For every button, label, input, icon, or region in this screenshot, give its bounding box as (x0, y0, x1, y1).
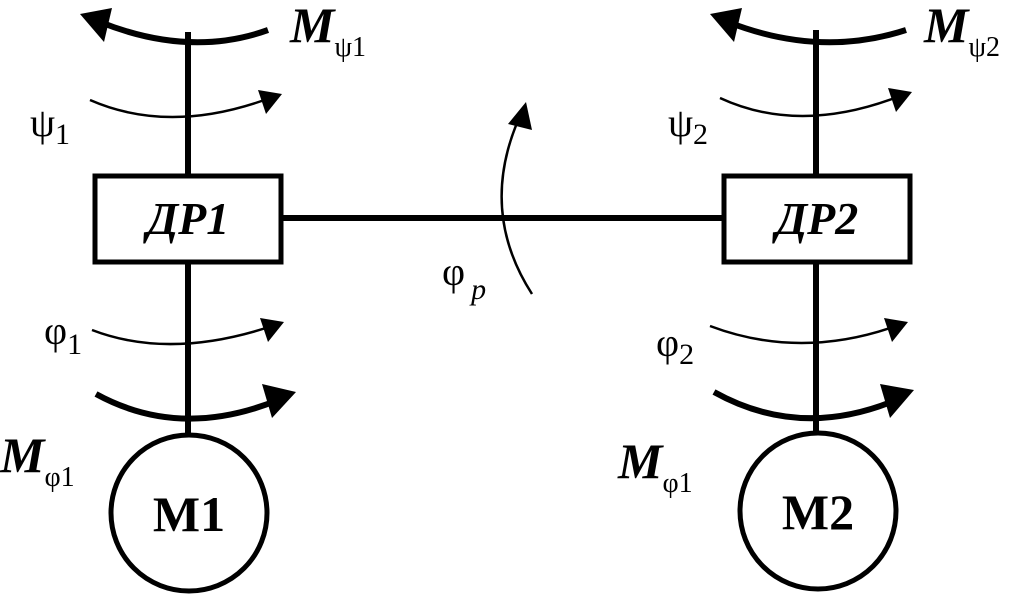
label-phi1: φ1 (44, 308, 82, 361)
label-phi2: φ2 (656, 320, 694, 371)
phi1-rotation-arrow (91, 324, 273, 346)
moment-phi1-arrowhead (262, 384, 296, 418)
label-M-psi1: Mψ1 (289, 0, 366, 63)
dr2-box (721, 173, 913, 265)
phi-p-rotation-arrow (500, 115, 534, 295)
psi1-rotation-arrow (89, 96, 271, 119)
m2-label: М2 (782, 484, 854, 540)
phi1-rotation-arrowhead (260, 318, 284, 342)
label-psi2: ψ2 (668, 100, 708, 151)
moment-psi2-arrow (726, 19, 907, 46)
label-M-phi-right: Mφ1 (617, 433, 693, 499)
label-M-phi1-left: Mφ1 (0, 427, 75, 493)
label-psi1: ψ1 (30, 100, 70, 151)
m1-label: М1 (153, 486, 225, 542)
moment-psi1-arrow (98, 19, 270, 46)
psi2-rotation-arrow (719, 94, 901, 118)
dr2-label: ДР2 (772, 193, 859, 244)
label-M-psi2: Mψ2 (923, 0, 1000, 63)
moment-phi1-arrow (94, 391, 280, 422)
psi2-rotation-arrowhead (888, 88, 912, 112)
moment-psi1-arrowhead (80, 8, 112, 42)
phi2-rotation-arrow (709, 324, 897, 345)
dr1-box (92, 173, 284, 265)
phi-p-rotation-arrowhead (508, 102, 532, 130)
m2-circle (737, 430, 899, 592)
moment-phi-right-arrowhead (880, 384, 914, 418)
dr1-label: ДР1 (143, 193, 230, 244)
m1-circle (108, 432, 270, 594)
psi1-rotation-arrowhead (258, 90, 282, 114)
moment-psi2-arrowhead (710, 8, 742, 42)
moment-phi-right-arrow (712, 389, 898, 422)
phi2-rotation-arrowhead (884, 318, 908, 342)
